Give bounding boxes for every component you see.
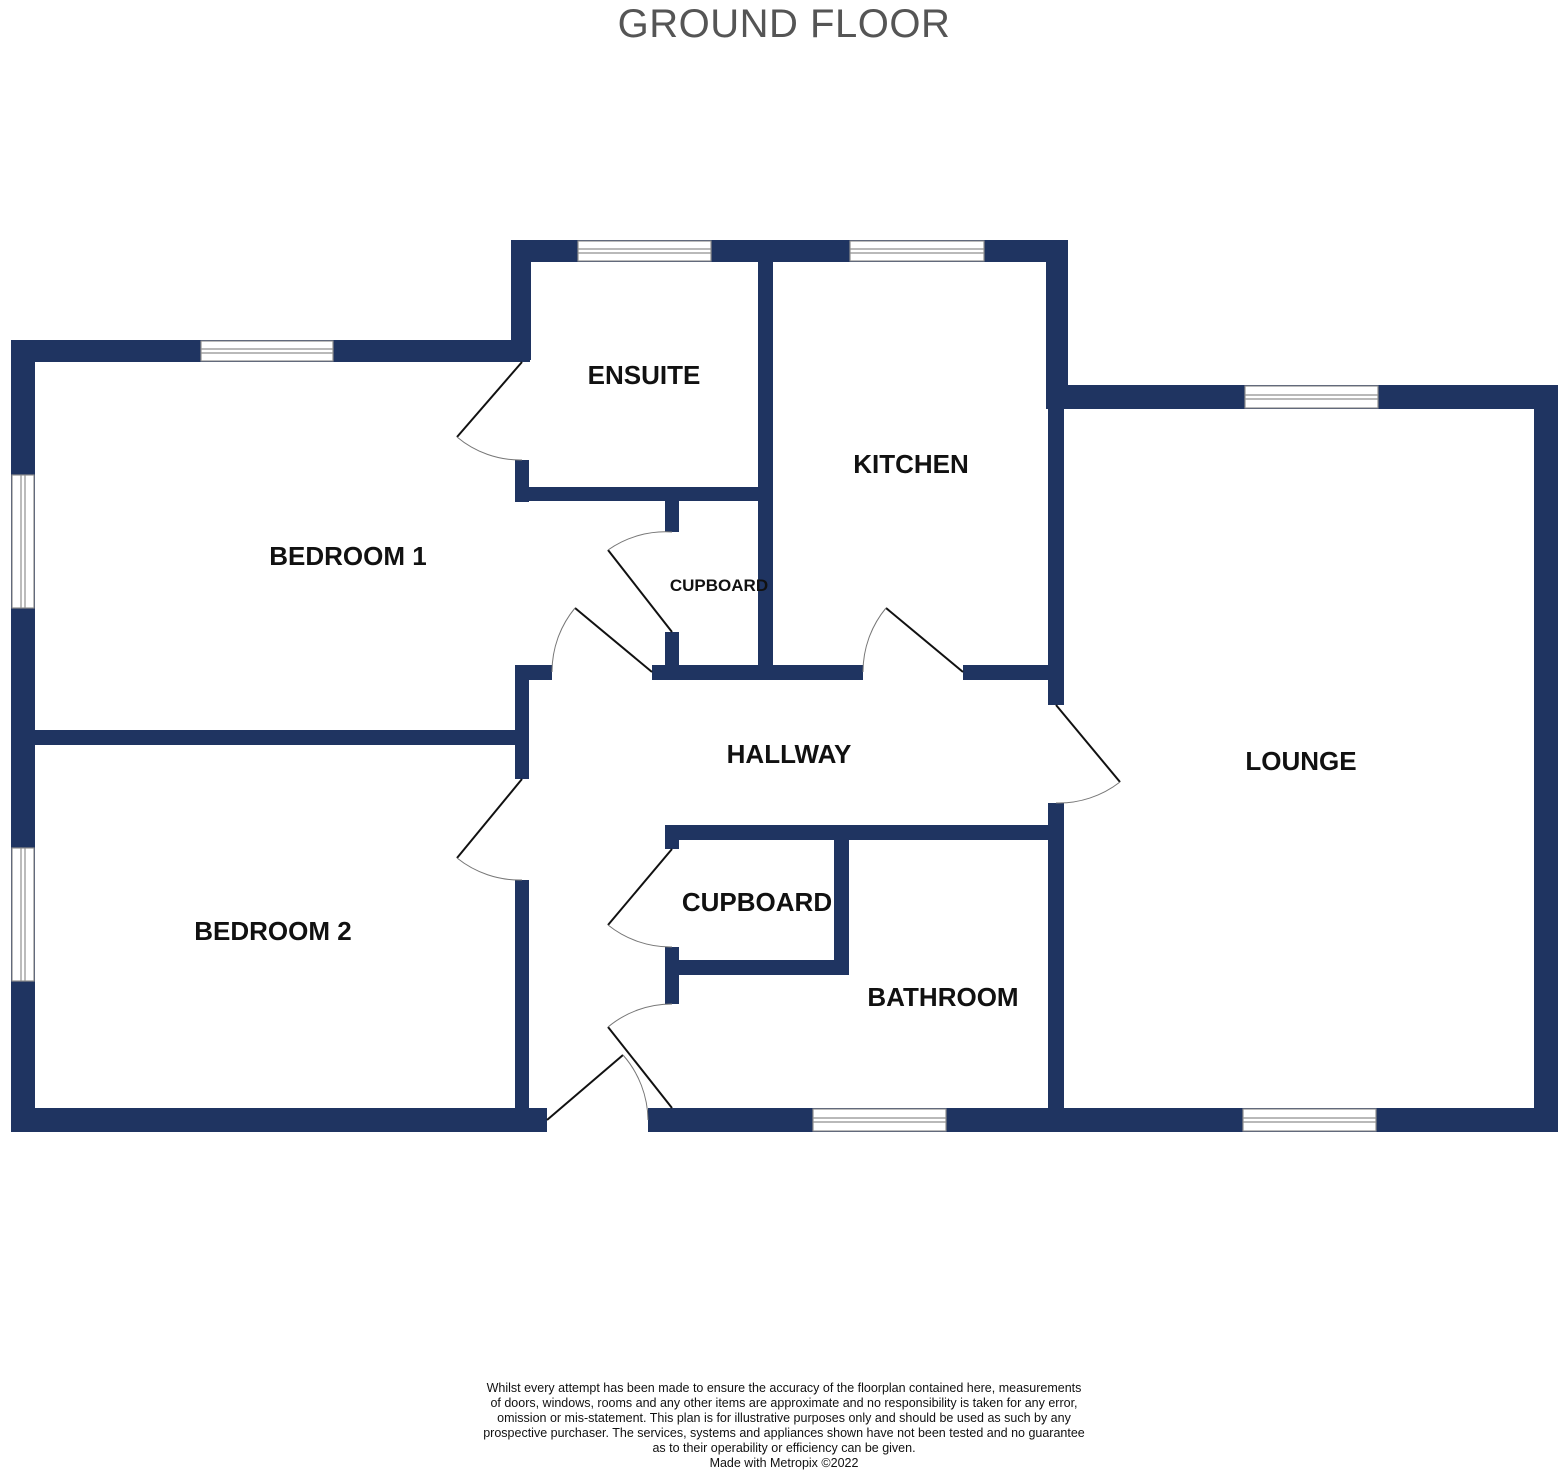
label-bathroom: BATHROOM [867, 982, 1018, 1012]
doors [456, 361, 1121, 1121]
door-bedroom-2 [456, 778, 523, 881]
label-lounge: LOUNGE [1245, 746, 1356, 776]
wall [1534, 385, 1558, 1132]
wall [834, 825, 849, 975]
door-entrance [546, 1054, 649, 1121]
door-kitchen [862, 607, 964, 673]
room-labels: ENSUITE KITCHEN BEDROOM 1 CUPBOARD HALLW… [194, 360, 1356, 1012]
wall [25, 730, 529, 745]
wall [515, 665, 529, 779]
floor-title: GROUND FLOOR [617, 2, 951, 46]
disclaimer-line: of doors, windows, rooms and any other i… [490, 1396, 1078, 1410]
door-bedroom-1 [551, 607, 653, 673]
wall [665, 947, 679, 1004]
wall [648, 1108, 1558, 1132]
door-ensuite [456, 361, 523, 461]
interior-walls [25, 255, 1064, 1132]
disclaimer-line: prospective purchaser. The services, sys… [483, 1426, 1085, 1440]
disclaimer-line: Whilst every attempt has been made to en… [486, 1381, 1082, 1395]
window [577, 240, 712, 262]
window [11, 474, 35, 609]
label-kitchen: KITCHEN [853, 449, 969, 479]
windows [11, 240, 1379, 1132]
door-cupboard-upper [607, 531, 673, 633]
wall [963, 665, 1063, 680]
window [1242, 1108, 1377, 1132]
label-ensuite: ENSUITE [588, 360, 701, 390]
wall [11, 1108, 547, 1132]
wall [515, 487, 773, 501]
wall [665, 960, 849, 975]
label-hallway: HALLWAY [727, 739, 852, 769]
wall [665, 825, 679, 849]
window [1244, 385, 1379, 409]
wall [1048, 400, 1064, 705]
label-cupboard-upper: CUPBOARD [670, 576, 768, 595]
wall [511, 240, 531, 360]
wall [758, 255, 773, 680]
wall [665, 495, 679, 532]
window [812, 1108, 947, 1132]
disclaimer: Whilst every attempt has been made to en… [434, 1381, 1134, 1471]
exterior-walls [11, 240, 1558, 1132]
wall [665, 825, 1055, 840]
door-lounge [1055, 704, 1121, 804]
label-bedroom-2: BEDROOM 2 [194, 916, 351, 946]
wall [1048, 803, 1064, 1132]
label-bedroom-1: BEDROOM 1 [269, 541, 426, 571]
disclaimer-line: as to their operability or efficiency ca… [652, 1441, 916, 1455]
window [200, 340, 334, 362]
door-cupboard-lower [607, 848, 673, 948]
wall [1046, 240, 1068, 408]
disclaimer-line: omission or mis-statement. This plan is … [497, 1411, 1071, 1425]
wall [652, 665, 863, 680]
wall [515, 880, 529, 1120]
window [849, 240, 985, 262]
window [11, 847, 35, 982]
door-bathroom [607, 1003, 673, 1109]
label-cupboard-lower: CUPBOARD [682, 887, 832, 917]
disclaimer-credit: Made with Metropix ©2022 [709, 1456, 859, 1470]
